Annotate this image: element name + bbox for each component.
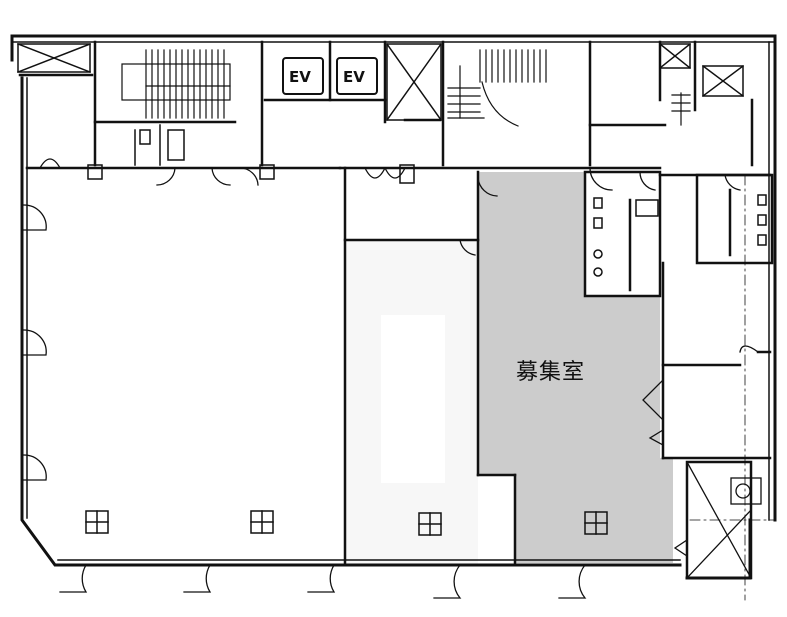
elevator-label-1: EV <box>289 68 311 86</box>
core-walls <box>18 40 754 167</box>
stairs-east <box>447 49 691 127</box>
grid-lines <box>689 174 776 601</box>
east-room-walls <box>661 261 772 580</box>
restroom-fixtures <box>593 194 767 277</box>
outer-wall-inner-lines <box>11 41 776 561</box>
shaft-x <box>686 461 762 579</box>
middle-tenant-space[interactable] <box>346 240 478 565</box>
core-wc <box>134 124 185 166</box>
stairs-west <box>121 49 231 119</box>
columns <box>85 164 608 536</box>
vacant-unit[interactable] <box>478 172 673 563</box>
doors <box>23 158 759 599</box>
restroom-walls <box>583 170 774 298</box>
vacant-unit-label: 募集室 <box>516 360 586 385</box>
shafts <box>17 42 745 122</box>
elevator-cars <box>282 57 378 95</box>
elevator-label-2: EV <box>343 68 365 86</box>
